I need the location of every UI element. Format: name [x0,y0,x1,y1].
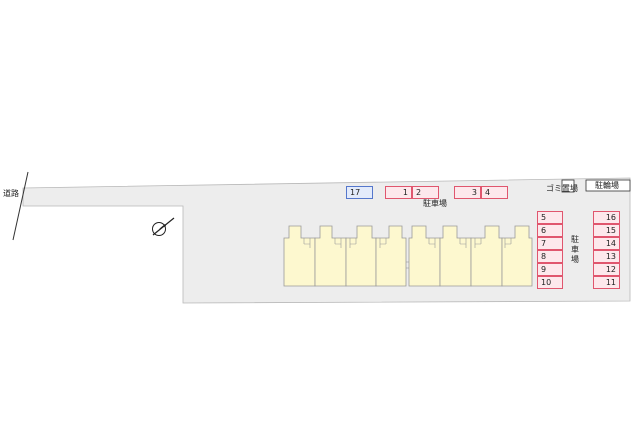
parking-space-17[interactable]: 17 [346,186,373,199]
bicycle-area-box [585,179,631,192]
parking-space-7[interactable]: 7 [537,237,563,250]
parking-label-vertical: 駐 車 場 [571,235,579,264]
parking-space-2[interactable]: 2 [412,186,439,199]
parking-space-11[interactable]: 11 [593,276,620,289]
parking-space-10[interactable]: 10 [537,276,563,289]
unit-partitions [303,238,512,269]
building-unit [501,225,533,287]
parking-space-13[interactable]: 13 [593,250,620,263]
building [283,225,533,287]
parking-space-8[interactable]: 8 [537,250,563,263]
garbage-label: ゴミ置場 [546,184,578,193]
parking-space-1[interactable]: 1 [385,186,412,199]
parking-label: 駐車場 [423,199,447,208]
road-boundary-line [12,171,29,241]
parking-space-15[interactable]: 15 [593,224,620,237]
parking-space-5[interactable]: 5 [537,211,563,224]
bicycle-label: 駐輪場 [595,181,619,190]
parking-space-3[interactable]: 3 [454,186,481,199]
building-unit [375,225,407,287]
parking-space-9[interactable]: 9 [537,263,563,276]
parking-space-6[interactable]: 6 [537,224,563,237]
garbage-area-box [561,179,575,193]
parking-space-14[interactable]: 14 [593,237,620,250]
parking-space-12[interactable]: 12 [593,263,620,276]
parking-space-16[interactable]: 16 [593,211,620,224]
parking-space-4[interactable]: 4 [481,186,508,199]
north-arrow-icon [152,217,175,236]
road-label: 道路 [3,189,19,198]
